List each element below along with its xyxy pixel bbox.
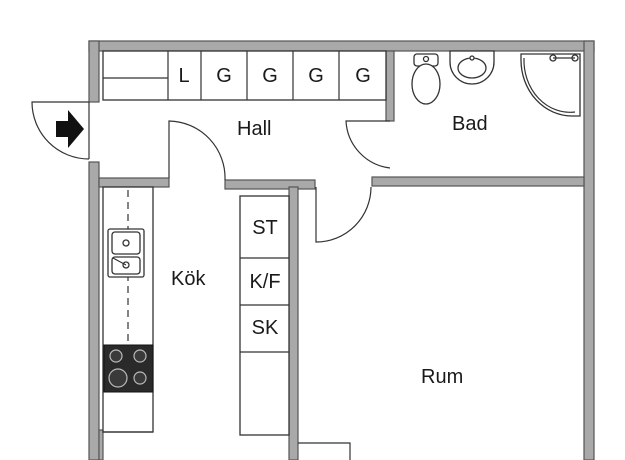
stove-burner-top-left [109,349,123,363]
wall-kitchen-room [288,186,299,460]
stove-burner-bottom-left [108,368,128,388]
room-door-swing [315,186,372,243]
outer-walls [88,40,595,460]
room-label-rum: Rum [421,366,463,388]
room-label-bad: Bad [452,113,488,135]
storage-outline [239,195,290,436]
wardrobe-label: L [178,65,189,87]
washbasin-bowl [457,57,487,79]
wall-hall-kitchen-left [98,177,170,188]
wardrobe-label: G [355,65,371,87]
outer-wall-left-upper [88,40,100,103]
sink-drain [122,239,130,247]
shower-arc-inner [523,57,576,113]
storage-label: ST [252,217,278,239]
room-label-kok: Kök [171,268,206,290]
stove-burner-bottom-right [133,371,147,385]
storage-units: ST K/F SK [239,195,290,436]
shower-tray [520,53,581,117]
wall-hall-kitchen-right [224,179,316,190]
wardrobe-label: G [216,65,232,87]
entrance-door-swing [31,101,90,160]
wall-bathroom-bottom [371,176,585,187]
wardrobe-label: G [308,65,324,87]
doors [31,101,391,460]
room-label-hall: Hall [237,118,271,140]
interior-walls [98,50,585,460]
outer-wall-right [583,40,595,460]
bottom-door-swing [298,442,351,460]
storage-label: K/F [249,271,280,293]
wardrobe: L G G G G [102,50,387,101]
entrance-arrow-icon [56,110,84,148]
wall-bathroom-left [385,50,395,122]
sink-faucet [112,257,127,266]
kitchen-door-swing [168,120,226,181]
bathroom-fixtures [411,50,581,117]
wardrobe-label: G [262,65,278,87]
kitchen-counter [102,186,154,433]
wall-stub-left [98,429,104,460]
bathroom-door-swing [345,120,391,169]
outer-wall-top [88,40,595,52]
wardrobe-outline [102,50,387,101]
toilet-button [422,55,430,63]
counter-outline [102,186,154,433]
toilet-bowl [411,63,441,105]
stove-burner-top-right [133,349,147,363]
storage-label: SK [252,317,279,339]
outer-wall-left-lower [88,161,100,460]
washbasin-tap [469,55,475,61]
